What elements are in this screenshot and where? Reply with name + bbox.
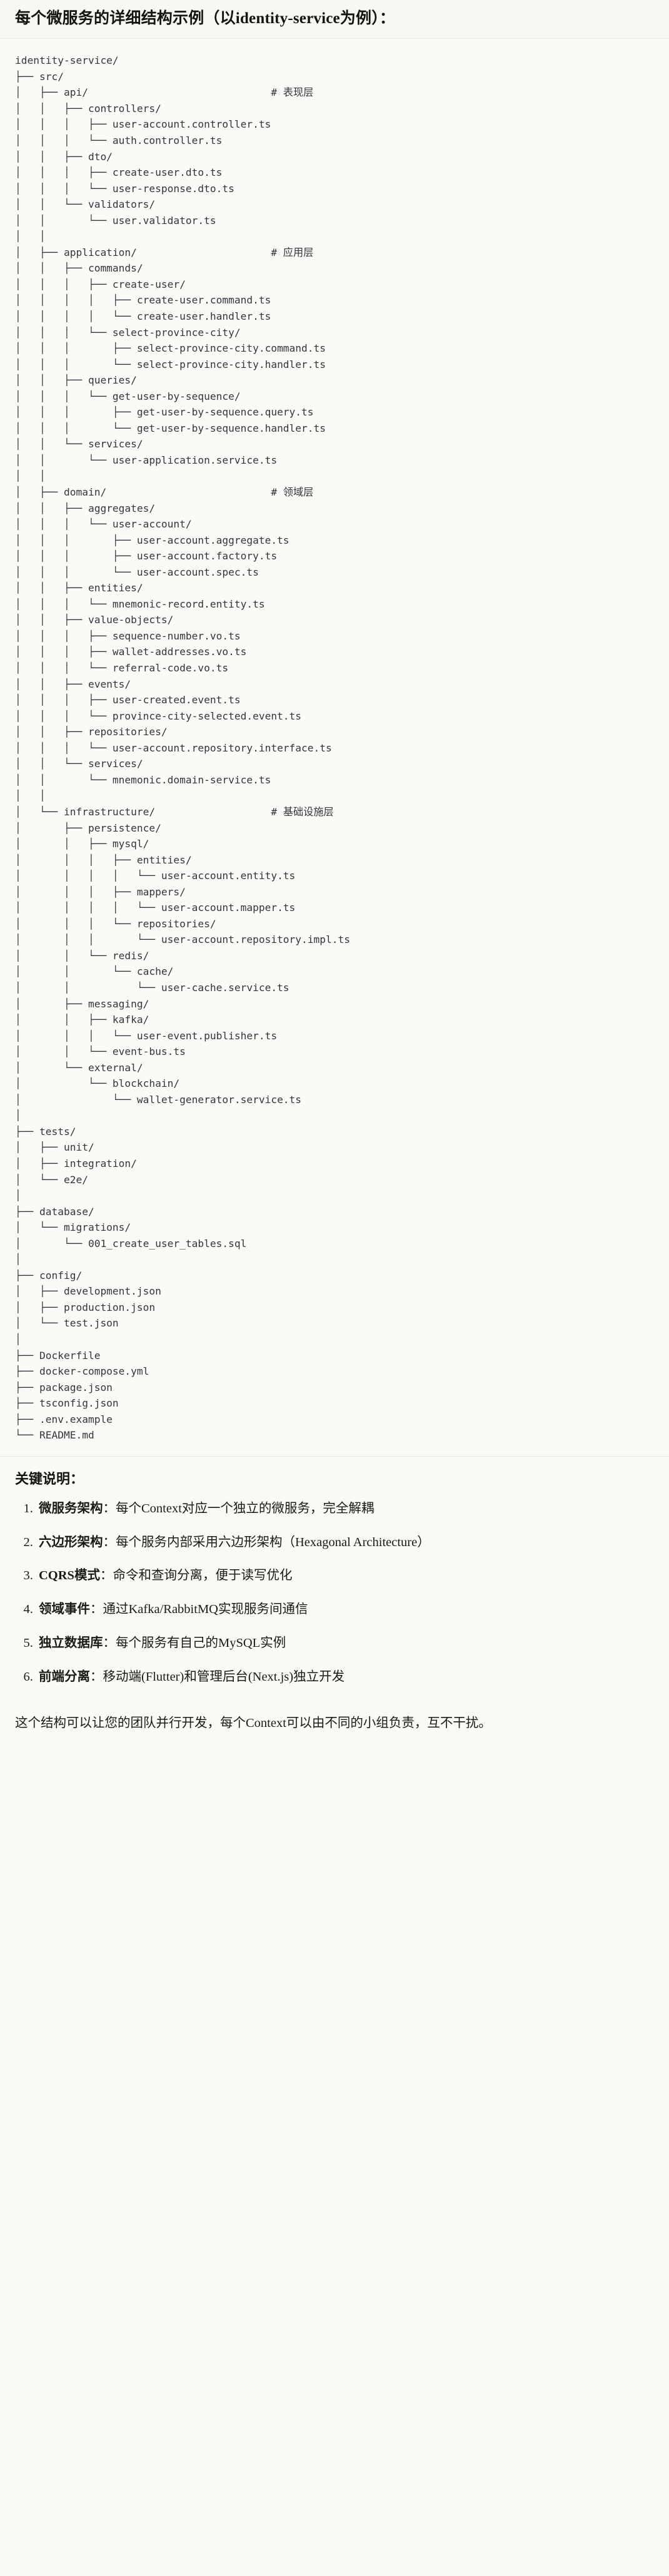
page-root: 每个微服务的详细结构示例（以identity-service为例）： ident… <box>0 0 669 1750</box>
list-item: 独立数据库：每个服务有自己的MySQL实例 <box>36 1634 654 1654</box>
directory-tree-block: identity-service/ ├── src/ │ ├── api/ # … <box>0 39 669 1457</box>
list-item: 微服务架构：每个Context对应一个独立的微服务，完全解耦 <box>36 1499 654 1519</box>
note-desc: 每个Context对应一个独立的微服务，完全解耦 <box>116 1501 375 1515</box>
note-term: 六边形架构 <box>39 1535 103 1549</box>
directory-tree: identity-service/ ├── src/ │ ├── api/ # … <box>15 54 351 1442</box>
note-term: 微服务架构 <box>39 1501 103 1515</box>
page-title: 每个微服务的详细结构示例（以identity-service为例）： <box>15 10 396 27</box>
note-term: CQRS模式 <box>39 1569 100 1583</box>
note-sep: ： <box>103 1501 116 1515</box>
note-sep: ： <box>103 1636 116 1650</box>
note-desc: 命令和查询分离，便于读写优化 <box>113 1569 293 1583</box>
note-desc: 每个服务内部采用六边形架构（Hexagonal Architecture） <box>116 1535 430 1549</box>
note-sep: ： <box>103 1535 116 1549</box>
list-item: 领域事件：通过Kafka/RabbitMQ实现服务间通信 <box>36 1600 654 1620</box>
key-notes-section: 关键说明： 微服务架构：每个Context对应一个独立的微服务，完全解耦 六边形… <box>0 1456 669 1708</box>
list-item: 六边形架构：每个服务内部采用六边形架构（Hexagonal Architectu… <box>36 1533 654 1553</box>
list-item: 前端分离：移动端(Flutter)和管理后台(Next.js)独立开发 <box>36 1667 654 1688</box>
note-term: 领域事件 <box>39 1602 90 1617</box>
note-sep: ： <box>90 1669 103 1684</box>
key-notes-list: 微服务架构：每个Context对应一个独立的微服务，完全解耦 六边形架构：每个服… <box>15 1499 654 1688</box>
note-desc: 移动端(Flutter)和管理后台(Next.js)独立开发 <box>103 1669 345 1684</box>
note-sep: ： <box>99 1569 113 1583</box>
note-desc: 每个服务有自己的MySQL实例 <box>116 1636 286 1650</box>
note-term: 独立数据库 <box>39 1636 103 1650</box>
title-bar: 每个微服务的详细结构示例（以identity-service为例）： <box>0 0 669 39</box>
note-term: 前端分离 <box>39 1669 90 1684</box>
note-sep: ： <box>90 1602 103 1617</box>
list-item: CQRS模式：命令和查询分离，便于读写优化 <box>36 1566 654 1586</box>
note-desc: 通过Kafka/RabbitMQ实现服务间通信 <box>103 1602 308 1617</box>
key-notes-heading: 关键说明： <box>15 1470 84 1487</box>
closing-paragraph: 这个结构可以让您的团队并行开发，每个Context可以由不同的小组负责，互不干扰… <box>15 1716 491 1731</box>
